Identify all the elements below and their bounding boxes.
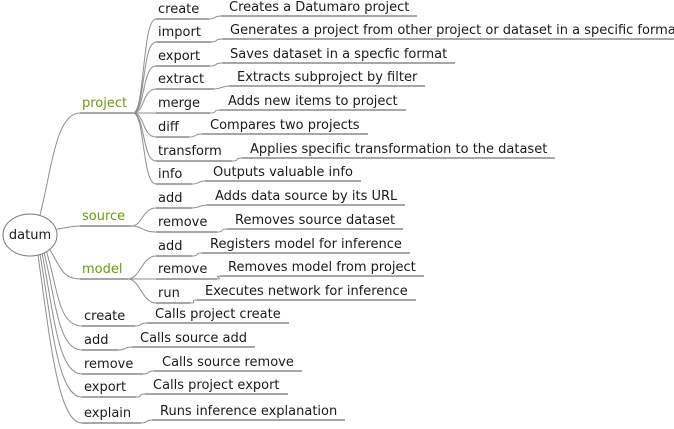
description-node-explain[interactable]: Runs inference explanation — [160, 404, 338, 419]
description-node-source-add[interactable]: Adds data source by its URL — [215, 189, 398, 204]
command-node-source-remove[interactable]: remove — [158, 215, 208, 230]
branch-node-model[interactable]: model — [82, 262, 123, 277]
command-node-export[interactable]: export — [84, 380, 127, 395]
command-node-create[interactable]: create — [84, 309, 126, 324]
description-node-project-merge[interactable]: Adds new items to project — [228, 94, 398, 109]
command-node-project-export[interactable]: export — [158, 49, 201, 64]
description-node-source-remove[interactable]: Removes source dataset — [235, 213, 396, 228]
command-node-project-create[interactable]: create — [158, 2, 200, 17]
description-node-project-import[interactable]: Generates a project from other project o… — [230, 23, 674, 38]
edge-curves — [37, 15, 243, 424]
command-node-explain[interactable]: explain — [84, 406, 132, 421]
description-node-project-create[interactable]: Creates a Datumaro project — [229, 0, 410, 15]
command-node-project-diff[interactable]: diff — [158, 120, 179, 135]
description-node-add[interactable]: Calls source add — [140, 331, 247, 346]
command-node-project-transform[interactable]: transform — [158, 144, 222, 159]
root-node-datum[interactable]: datum — [8, 228, 52, 243]
description-node-create[interactable]: Calls project create — [155, 307, 281, 322]
command-node-project-import[interactable]: import — [158, 25, 201, 40]
command-node-source-add[interactable]: add — [158, 191, 183, 206]
branch-node-project[interactable]: project — [82, 96, 128, 111]
description-node-model-run[interactable]: Executes network for inference — [205, 284, 408, 299]
command-node-project-info[interactable]: info — [158, 167, 183, 182]
command-node-project-extract[interactable]: extract — [158, 72, 205, 87]
description-node-remove[interactable]: Calls source remove — [162, 355, 294, 370]
command-node-remove[interactable]: remove — [84, 357, 134, 372]
description-node-project-transform[interactable]: Applies specific transformation to the d… — [250, 142, 548, 157]
description-node-model-remove[interactable]: Removes model from project — [228, 260, 416, 275]
command-node-project-merge[interactable]: merge — [158, 96, 201, 111]
command-node-add[interactable]: add — [84, 333, 109, 348]
description-node-model-add[interactable]: Registers model for inference — [210, 237, 402, 252]
description-node-project-export[interactable]: Saves dataset in a specfic format — [230, 47, 448, 62]
node-underlines — [80, 15, 674, 424]
description-node-project-diff[interactable]: Compares two projects — [210, 118, 360, 133]
branch-node-source[interactable]: source — [82, 209, 126, 224]
command-node-model-add[interactable]: add — [158, 239, 183, 254]
command-node-model-remove[interactable]: remove — [158, 262, 208, 277]
description-node-project-info[interactable]: Outputs valuable info — [213, 165, 353, 180]
description-node-export[interactable]: Calls project export — [153, 378, 280, 393]
root-ellipse[interactable] — [2, 213, 58, 257]
command-node-model-run[interactable]: run — [158, 286, 180, 301]
description-node-project-extract[interactable]: Extracts subproject by filter — [237, 70, 418, 85]
